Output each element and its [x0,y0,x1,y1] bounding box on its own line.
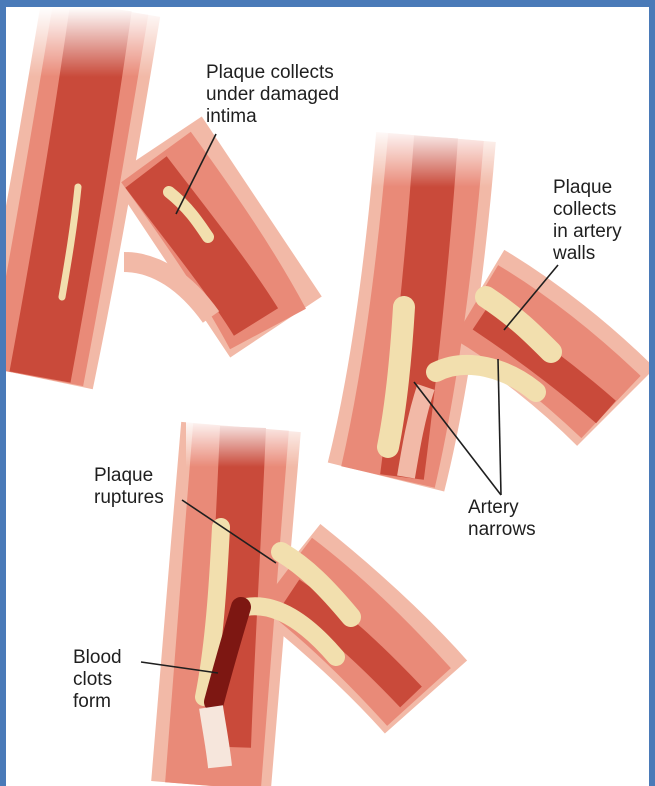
label-artery-narrows: Artery narrows [468,497,536,541]
label-plaque-ruptures: Plaque ruptures [94,465,164,509]
artery-rupture [204,427,426,786]
label-artery-walls: Plaque collects in artery walls [553,177,622,265]
label-damaged-intima: Plaque collects under damaged intima [206,62,339,128]
label-blood-clots: Blood clots form [73,647,122,713]
